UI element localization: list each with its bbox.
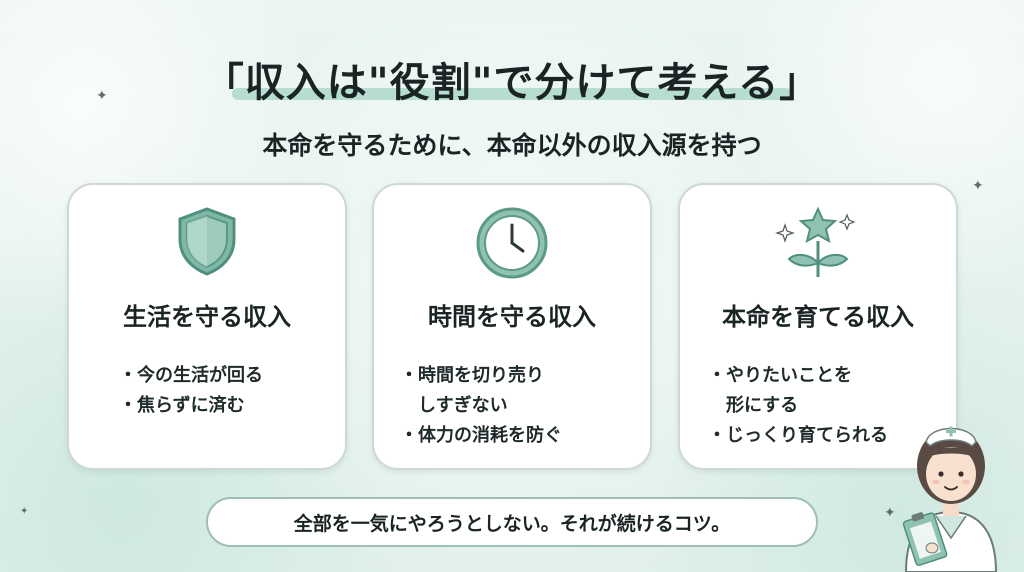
list-item-continuation: しすぎない — [418, 395, 508, 416]
card-item-list: ・今の生活が回る ・焦らずに済む — [119, 361, 263, 421]
list-item: ・焦らずに済む — [119, 395, 245, 416]
list-item-continuation: 形にする — [726, 395, 799, 416]
card-living-income: 生活を守る収入 ・今の生活が回る ・焦らずに済む — [67, 183, 347, 470]
title-highlight — [232, 88, 792, 100]
shield-icon — [69, 205, 345, 276]
nurse-illustration — [902, 426, 998, 572]
page-subtitle: 本命を守るために、本命以外の収入源を持つ — [262, 131, 762, 160]
card-title: 生活を守る収入 — [117, 297, 297, 332]
card-item-list: ・やりたいことを 形にする ・じっくり育てられる — [708, 361, 888, 451]
list-item: ・今の生活が回る — [119, 365, 263, 386]
list-item: ・時間を切り売り — [400, 365, 544, 386]
page-title: 「収入は"役割"で分けて考える」 — [203, 60, 821, 106]
card-item-list: ・時間を切り売り しすぎない ・体力の消耗を防ぐ — [400, 361, 562, 451]
list-item: ・やりたいことを — [708, 365, 852, 386]
footer-message: 全部を一気にやろうとしない。それが続けるコツ。 — [206, 497, 818, 547]
list-item: ・体力の消耗を防ぐ — [400, 425, 562, 446]
clock-icon — [374, 205, 650, 279]
star-sprout-icon — [680, 205, 956, 277]
sparkle-icon: ✦ — [96, 88, 108, 104]
sparkle-icon: ✦ — [972, 178, 984, 194]
sparkle-icon: ✦ — [884, 505, 896, 521]
card-time-income: 時間を守る収入 ・時間を切り売り しすぎない ・体力の消耗を防ぐ — [372, 183, 652, 470]
list-item: ・じっくり育てられる — [708, 425, 888, 446]
card-growth-income: 本命を育てる収入 ・やりたいことを 形にする ・じっくり育てられる — [678, 183, 958, 470]
card-title: 時間を守る収入 — [422, 297, 602, 332]
card-title: 本命を育てる収入 — [716, 297, 920, 332]
sparkle-icon: ✦ — [20, 506, 29, 517]
